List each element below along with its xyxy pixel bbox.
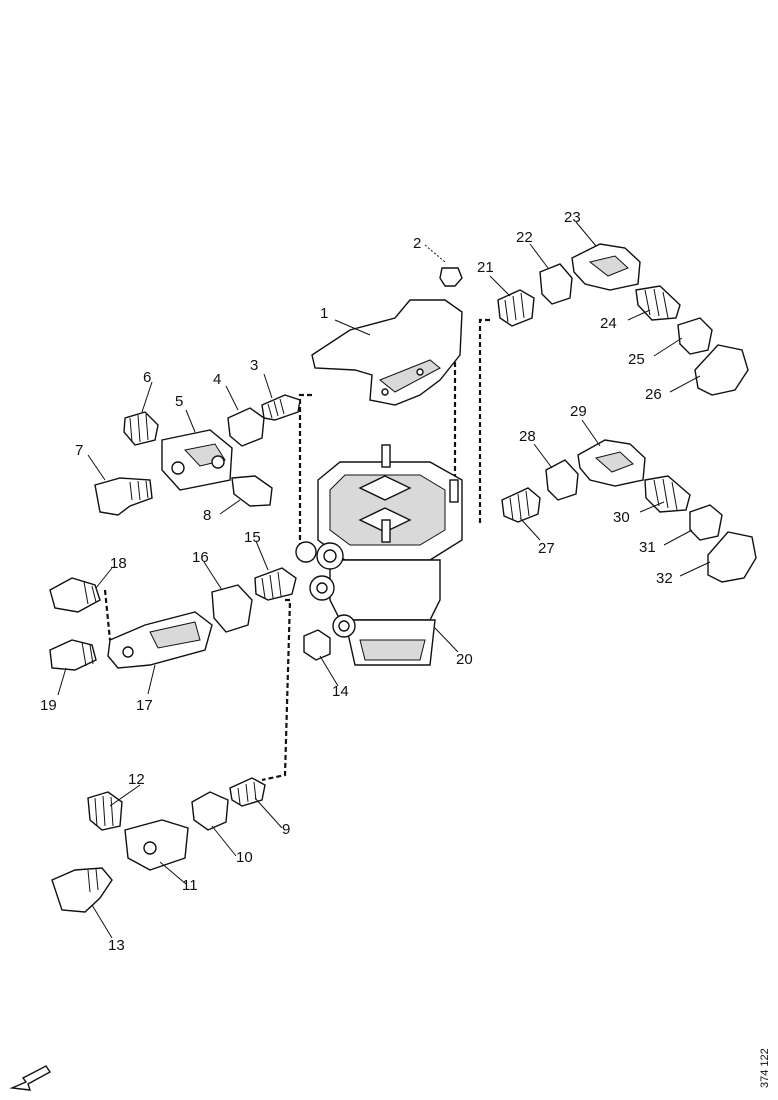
fitting-group-lower-left [51,777,266,913]
callout-10: 10 [236,849,253,866]
callout-4: 4 [213,371,221,388]
callout-28: 28 [519,428,536,445]
callout-14: 14 [332,683,349,700]
callout-1: 1 [320,305,328,322]
callout-20: 20 [456,651,473,668]
callout-24: 24 [600,315,617,332]
callout-17: 17 [136,697,153,714]
leader-lines [57,221,711,939]
callout-5: 5 [175,393,183,410]
callout-2: 2 [413,235,421,252]
nut-14 [303,629,331,661]
callout-32: 32 [656,570,673,587]
fitting-group-lower-right [501,439,757,583]
callout-23: 23 [564,209,581,226]
nut [439,267,463,287]
callout-22: 22 [516,229,533,246]
callout-27: 27 [538,540,555,557]
callout-9: 9 [282,821,290,838]
callout-11: 11 [182,877,198,894]
callout-30: 30 [613,509,630,526]
valve-body [295,444,463,666]
callout-25: 25 [628,351,645,368]
callout-16: 16 [192,549,209,566]
front-direction-arrow-icon [9,1065,52,1091]
callout-26: 26 [645,386,662,403]
mounting-bracket [311,299,463,406]
callout-3: 3 [250,357,258,374]
callout-29: 29 [570,403,587,420]
callout-12: 12 [128,771,145,788]
callout-13: 13 [108,937,125,954]
callout-8: 8 [203,507,211,524]
callout-labels: 1 2 3 4 5 6 7 8 9 10 11 12 13 14 15 16 1… [40,209,673,954]
callout-7: 7 [75,442,83,459]
document-reference: 374 122 [759,1048,771,1088]
callout-19: 19 [40,697,57,714]
callout-15: 15 [244,529,261,546]
callout-21: 21 [477,259,494,276]
fitting-group-upper-left [94,394,301,516]
callout-18: 18 [110,555,127,572]
fitting-group-upper-right [497,243,749,396]
callout-31: 31 [639,539,656,556]
fitting-group-middle-left [49,567,297,671]
callout-6: 6 [143,369,151,386]
